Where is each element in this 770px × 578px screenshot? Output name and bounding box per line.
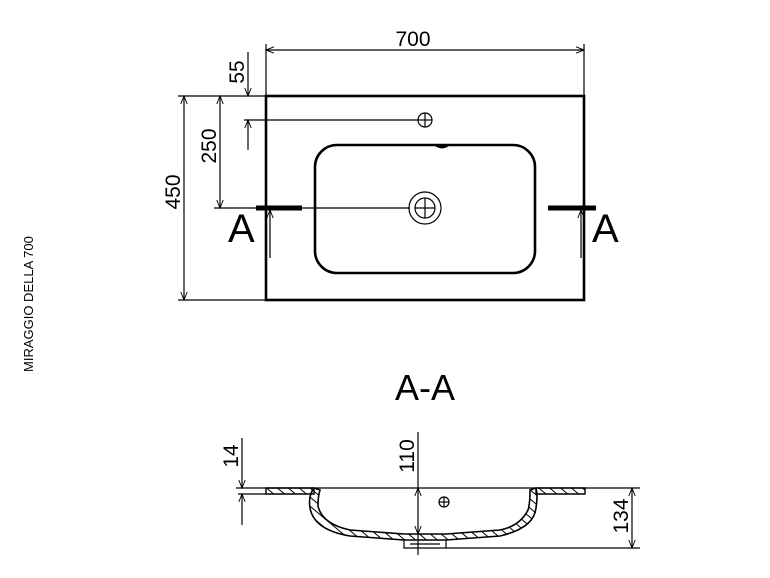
overflow-mark [435,143,449,149]
tap-hole-icon [417,112,433,128]
total-height-dimension: 134 [610,498,633,533]
drawing-title: MIRAGGIO DELLA 700 [21,236,36,372]
drain-icon [408,191,442,225]
section-label: A-A [395,367,455,408]
tap-offset-dimension: 55 [226,60,249,83]
depth-dimension: 450 [162,174,185,209]
top-view: 700 450 250 55 A A [162,28,619,302]
countertop-outline [264,94,586,302]
basin-outline [313,143,537,275]
svg-text:A: A [228,207,255,251]
tap-hole-icon [438,496,450,508]
svg-text:A: A [592,207,619,251]
bowl-depth-dimension: 110 [396,439,419,472]
thickness-dimension: 14 [220,444,243,468]
drain-offset-dimension: 250 [198,128,221,163]
section-mark-right: A [548,205,619,258]
section-mark-left: A [228,205,302,258]
width-dimension: 700 [395,28,430,51]
section-view: 14 110 134 [220,432,640,555]
